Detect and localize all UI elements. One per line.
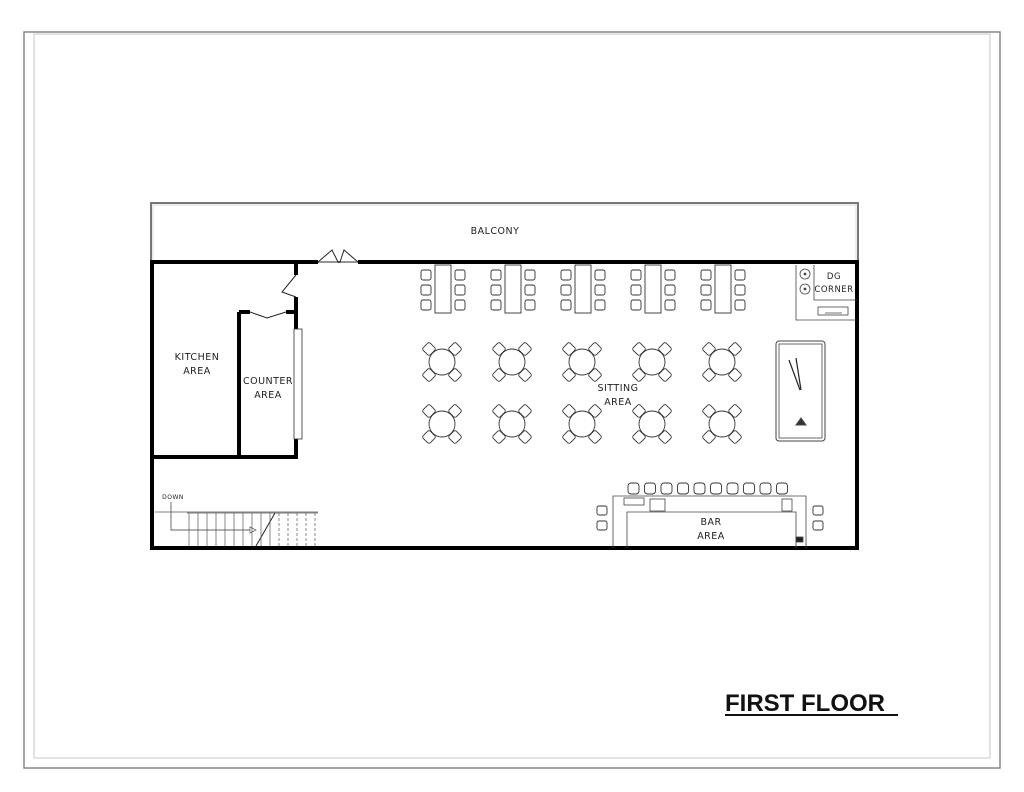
- long-table: [574, 264, 592, 314]
- sitting-label-2: AREA: [604, 397, 632, 408]
- dg-corner-label-1: DG: [827, 272, 841, 282]
- long-table: [434, 264, 452, 314]
- furniture-group: [420, 264, 824, 531]
- ball-rack: [795, 417, 807, 426]
- chair: [490, 269, 502, 281]
- chair: [664, 269, 676, 281]
- kitchen-door: [281, 274, 297, 298]
- chair: [490, 299, 502, 311]
- chair: [524, 269, 536, 281]
- chair: [664, 299, 676, 311]
- sheet-inner-border: [33, 33, 991, 759]
- bar-stool: [776, 482, 788, 495]
- chair: [664, 284, 676, 296]
- staircase: [155, 502, 318, 547]
- chair: [420, 299, 432, 311]
- counter-label-2: AREA: [254, 390, 282, 401]
- cue-stick: [788, 359, 801, 391]
- chair: [524, 299, 536, 311]
- long-table: [644, 264, 662, 314]
- long-table: [714, 264, 732, 314]
- round-table: [708, 348, 736, 376]
- round-table: [498, 410, 526, 438]
- bar-stool: [726, 482, 739, 495]
- kitchen-label-2: AREA: [183, 366, 211, 377]
- counter-label-1: COUNTER: [243, 376, 293, 387]
- round-table: [568, 348, 596, 376]
- chair: [594, 269, 606, 281]
- chair: [420, 269, 432, 281]
- bar-side-chair: [812, 505, 824, 516]
- chair: [490, 284, 502, 296]
- chair: [524, 284, 536, 296]
- chair: [454, 299, 466, 311]
- long-table: [504, 264, 522, 314]
- round-table: [708, 410, 736, 438]
- exterior-walls: [150, 260, 859, 550]
- bar-label-2: AREA: [697, 531, 725, 542]
- bar-stool: [660, 482, 673, 495]
- chair: [734, 299, 746, 311]
- bar-stool: [627, 482, 640, 495]
- dg-corner-label-2: CORNER: [814, 285, 853, 295]
- chair: [594, 299, 606, 311]
- round-table: [498, 348, 526, 376]
- round-table: [428, 410, 456, 438]
- bar-stool: [693, 482, 706, 495]
- bar-stool: [677, 482, 689, 495]
- chair: [700, 284, 712, 296]
- round-table: [638, 348, 666, 376]
- kitchen-label-1: KITCHEN: [175, 352, 220, 363]
- counter-window: [293, 328, 303, 440]
- chair: [734, 269, 746, 281]
- stairs-down-label: DOWN: [162, 494, 184, 501]
- balcony-door: [317, 249, 359, 263]
- bar-side-chair: [596, 505, 608, 516]
- drawing-title: FIRST FLOOR: [725, 690, 885, 717]
- cue-stick: [795, 357, 802, 391]
- chair: [560, 299, 572, 311]
- chair: [700, 269, 712, 281]
- bar-stool: [644, 482, 656, 495]
- sitting-label-1: SITTING: [597, 383, 638, 394]
- bar-stool: [759, 482, 772, 495]
- chair: [454, 284, 466, 296]
- bar-label-1: BAR: [700, 517, 721, 528]
- dg-corner: [795, 265, 857, 321]
- bar-side-chair: [812, 520, 824, 531]
- chair: [630, 299, 642, 311]
- bar-side-chair: [596, 520, 608, 531]
- balcony-label: BALCONY: [471, 226, 520, 237]
- chair: [560, 269, 572, 281]
- sheet-border: [23, 31, 1001, 769]
- chair: [420, 284, 432, 296]
- chair: [594, 284, 606, 296]
- chair: [560, 284, 572, 296]
- bar-stool: [710, 482, 722, 495]
- chair: [630, 284, 642, 296]
- round-table: [638, 410, 666, 438]
- chair: [700, 299, 712, 311]
- chair: [454, 269, 466, 281]
- bar-counter: [612, 495, 807, 548]
- round-table: [428, 348, 456, 376]
- bar-stool: [743, 482, 755, 495]
- chair: [630, 269, 642, 281]
- counter-door: [249, 311, 287, 319]
- chair: [734, 284, 746, 296]
- round-table: [568, 410, 596, 438]
- pool-table: [775, 340, 826, 442]
